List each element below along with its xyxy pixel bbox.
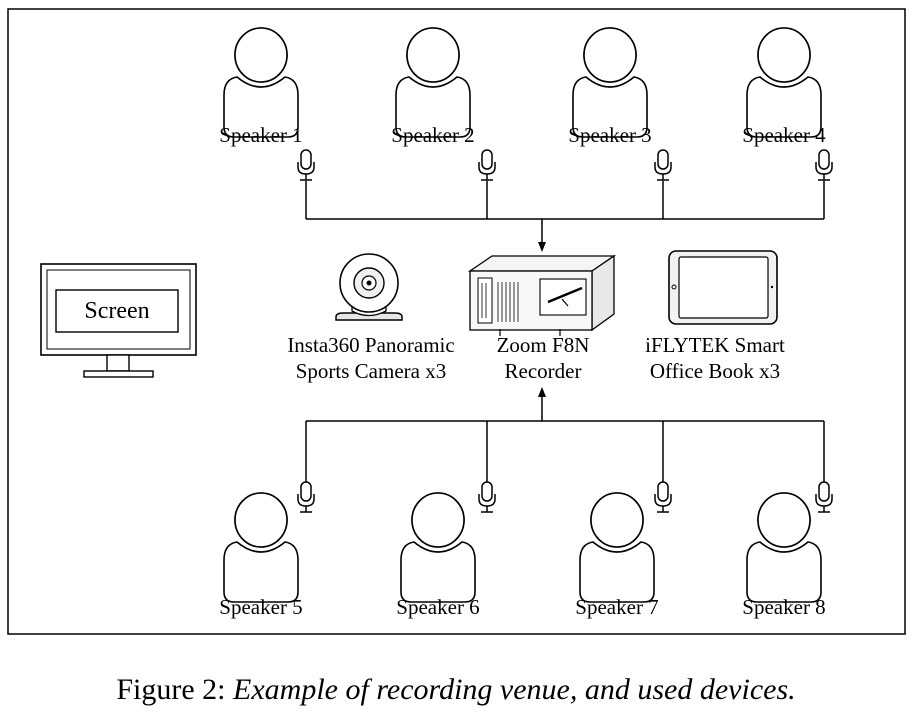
recorder-label-line-2: Recorder (505, 359, 582, 383)
webcam-icon (335, 253, 403, 321)
speaker-1-label: Speaker 1 (219, 123, 302, 147)
monitor-icon (40, 263, 197, 378)
speaker-8-label: Speaker 8 (742, 595, 825, 619)
speaker-2-label: Speaker 2 (391, 123, 474, 147)
recorder-label-line-1: Zoom F8N (497, 333, 590, 357)
tablet-icon (668, 250, 778, 325)
speaker-4: Speaker 4 (742, 27, 833, 181)
speaker-3-label: Speaker 3 (568, 123, 651, 147)
speaker-4-label: Speaker 4 (742, 123, 826, 147)
speaker-6-label: Speaker 6 (396, 595, 479, 619)
speaker-1: Speaker 1 (219, 27, 315, 181)
tablet-label-line-1: iFLYTEK Smart (645, 333, 785, 357)
speaker-5-label: Speaker 5 (219, 595, 302, 619)
camera-label-line-2: Sports Camera x3 (296, 359, 446, 383)
bottom-connector (305, 387, 825, 482)
speaker-3: Speaker 3 (568, 27, 672, 181)
screen-label: Screen (84, 298, 149, 324)
top-connector (305, 181, 825, 252)
speaker-5: Speaker 5 (219, 481, 315, 619)
speaker-2: Speaker 2 (391, 27, 496, 181)
recorder-icon (467, 254, 617, 336)
speaker-8: Speaker 8 (742, 481, 833, 619)
speaker-7: Speaker 7 (575, 481, 672, 619)
speaker-6: Speaker 6 (396, 481, 496, 619)
tablet-label-line-2: Office Book x3 (650, 359, 780, 383)
camera-label-line-1: Insta360 Panoramic (287, 333, 454, 357)
caption-text: Example of recording venue, and used dev… (233, 673, 796, 706)
figure-caption: Figure 2: Example of recording venue, an… (0, 672, 912, 708)
caption-prefix: Figure 2: (116, 673, 234, 706)
speaker-7-label: Speaker 7 (575, 595, 658, 619)
